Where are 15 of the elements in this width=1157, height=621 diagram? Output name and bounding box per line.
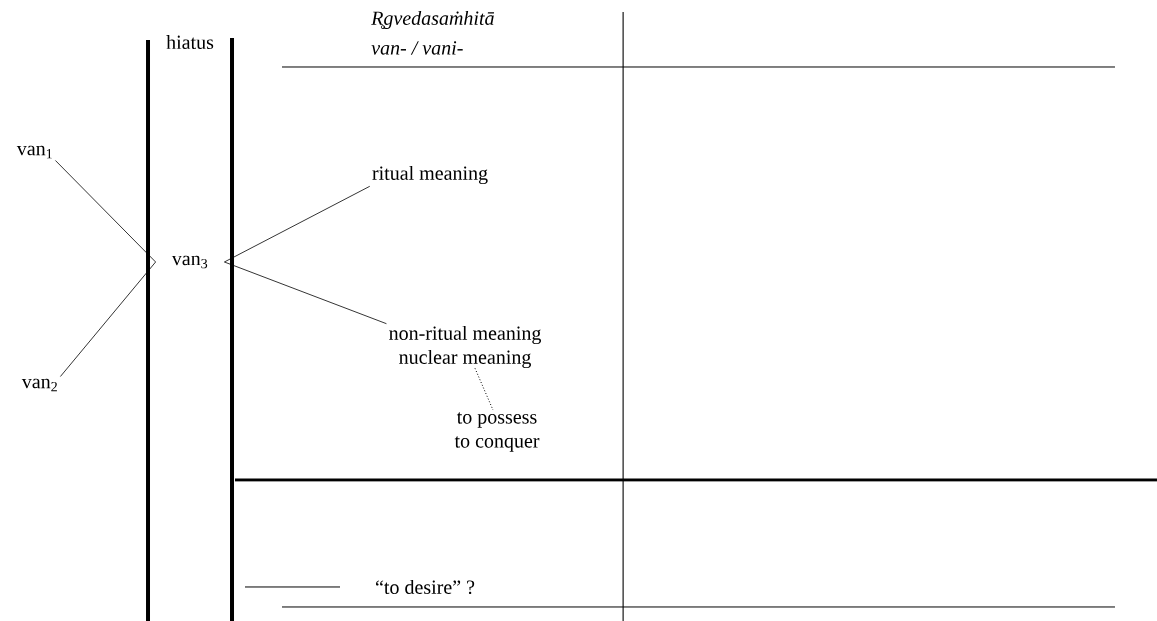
connector-line bbox=[60, 261, 156, 377]
term: van$_{3}$ bbox=[171, 255, 208, 269]
connector-line bbox=[474, 367, 494, 411]
connector-line bbox=[55, 160, 156, 263]
label: van- / vani- bbox=[371, 41, 463, 55]
connector-line bbox=[224, 261, 387, 325]
term: van$_{1}$ bbox=[16, 145, 52, 159]
label: “to desire” ? bbox=[376, 579, 475, 595]
term: van$_{2}$ bbox=[21, 378, 57, 392]
label: R̥gvedasaṁhitā bbox=[371, 10, 495, 30]
connector-line bbox=[224, 185, 371, 263]
term: to possess to conquer bbox=[454, 412, 540, 452]
term: ritual meaning bbox=[372, 165, 488, 185]
term: non-ritual meaning nuclear meaning bbox=[389, 325, 541, 369]
label: hiatus bbox=[166, 34, 214, 49]
